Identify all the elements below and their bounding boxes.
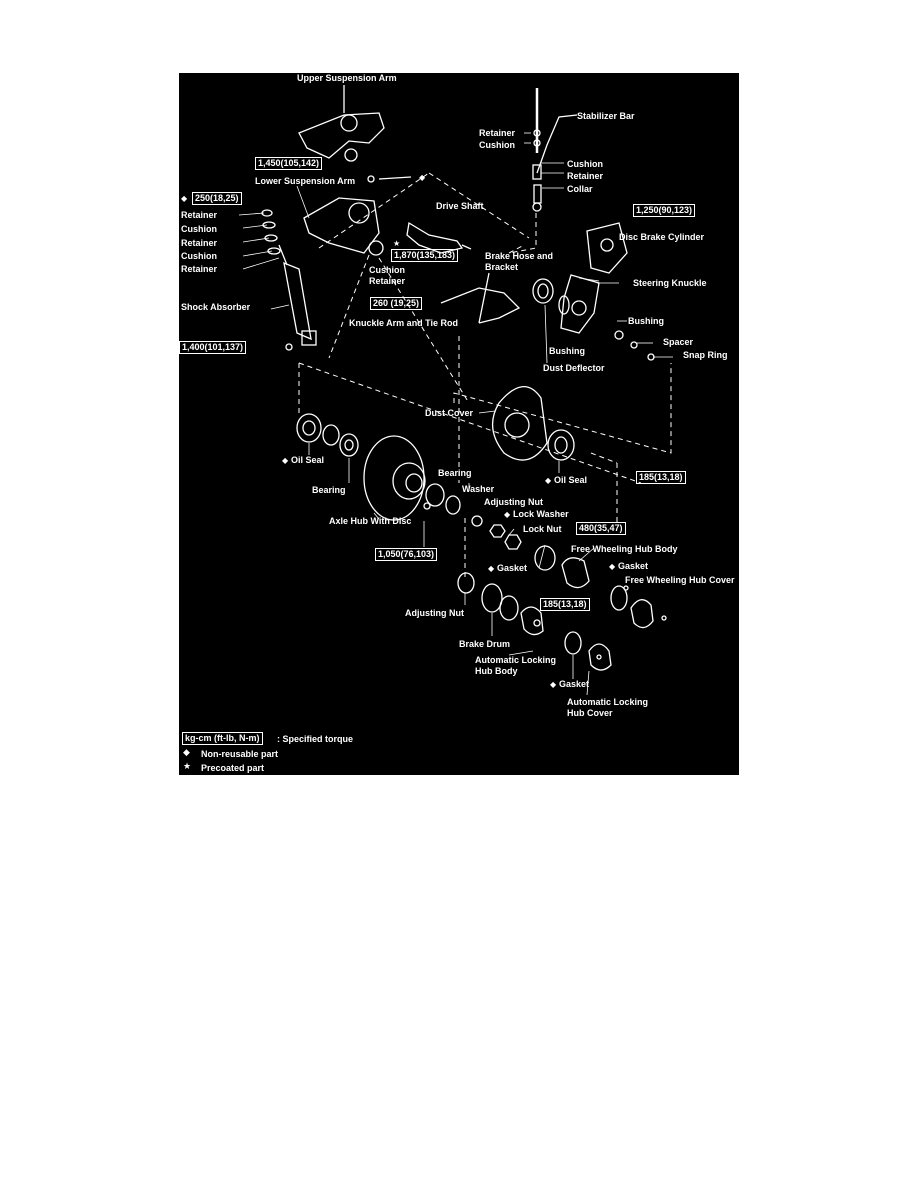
non-reusable-marker: ◆ xyxy=(488,564,495,573)
precoated-marker: ★ xyxy=(393,239,401,248)
legend-precoated-symbol: ★ xyxy=(183,762,192,772)
label-retainer-top: Retainer xyxy=(479,128,516,138)
dust-deflector-part xyxy=(532,278,554,304)
brake-drum-part xyxy=(481,583,503,613)
label-retainer-3: Retainer xyxy=(181,264,218,274)
label-free-wheeling-hub-cover: Free Wheeling Hub Cover xyxy=(625,575,735,585)
bearing-left-part xyxy=(322,424,340,446)
oil-seal-right-part xyxy=(547,429,575,461)
label-dust-cover: Dust Cover xyxy=(425,408,474,418)
label-lower-suspension-arm: Lower Suspension Arm xyxy=(255,176,356,186)
label-knuckle-arm-tie-rod: Knuckle Arm and Tie Rod xyxy=(349,318,459,328)
torque-260: 260 (19,25) xyxy=(370,297,423,310)
torque-1400: 1,400(101,137) xyxy=(179,341,247,354)
label-bushing-mid: Bushing xyxy=(549,346,585,356)
legend-unit-box: kg-cm (ft-lb, N-m) xyxy=(182,732,263,745)
torque-185-bottom: 185(13,18) xyxy=(540,598,590,611)
steering-knuckle-part xyxy=(560,274,600,334)
disc-brake-cylinder-part xyxy=(586,222,628,274)
non-reusable-marker: ◆ xyxy=(419,173,426,182)
label-snap-ring: Snap Ring xyxy=(683,350,728,360)
label-retainer-1: Retainer xyxy=(181,210,218,220)
automatic-locking-hub-cover-part xyxy=(588,643,612,671)
legend-non-reusable-symbol: ◆ xyxy=(183,748,190,758)
axle-hub-disc-part xyxy=(363,435,425,521)
label-oil-seal-left: Oil Seal xyxy=(291,455,325,465)
label-upper-suspension-arm: Upper Suspension Arm xyxy=(297,73,397,83)
label-brake-hose-bracket: Brake Hose and Bracket xyxy=(485,251,554,272)
label-shock-absorber: Shock Absorber xyxy=(181,302,251,312)
non-reusable-marker: ◆ xyxy=(181,194,188,203)
upper-suspension-arm-part xyxy=(298,112,385,159)
label-steering-knuckle: Steering Knuckle xyxy=(633,278,707,288)
stabilizer-bar-part xyxy=(536,114,578,174)
legend-unit-description: : Specified torque xyxy=(277,734,354,744)
label-bearing-left: Bearing xyxy=(312,485,346,495)
label-bushing-right: Bushing xyxy=(628,316,664,326)
non-reusable-marker: ◆ xyxy=(504,510,511,519)
label-collar: Collar xyxy=(567,184,593,194)
label-spacer: Spacer xyxy=(663,337,694,347)
label-cushion-right: Cushion xyxy=(567,159,603,169)
label-washer: Washer xyxy=(462,484,495,494)
label-adjusting-nut-bottom: Adjusting Nut xyxy=(405,608,464,618)
shock-absorber-part xyxy=(283,261,312,341)
non-reusable-marker: ◆ xyxy=(609,562,616,571)
label-automatic-locking-hub-body: Automatic Locking Hub Body xyxy=(475,655,557,676)
bearing-mid-part xyxy=(425,483,445,507)
legend-precoated-text: Precoated part xyxy=(201,763,265,773)
label-adjusting-nut-top: Adjusting Nut xyxy=(484,497,543,507)
non-reusable-marker: ◆ xyxy=(550,680,557,689)
torque-1250: 1,250(90,123) xyxy=(633,204,696,217)
label-lock-nut: Lock Nut xyxy=(523,524,562,534)
torque-1450: 1,450(105,142) xyxy=(255,157,323,170)
legend-non-reusable-text: Non-reusable part xyxy=(201,749,279,759)
torque-1050: 1,050(76,103) xyxy=(375,548,438,561)
label-cushion-1: Cushion xyxy=(181,224,217,234)
label-drive-shaft: Drive Shaft xyxy=(436,201,484,211)
free-wheeling-hub-cover-part xyxy=(630,599,654,629)
label-cushion-mid: Cushion xyxy=(369,265,405,275)
label-automatic-locking-hub-cover: Automatic Locking Hub Cover xyxy=(567,697,649,718)
free-wheeling-hub-body-part xyxy=(561,557,590,589)
label-retainer-right: Retainer xyxy=(567,171,604,181)
label-dust-deflector: Dust Deflector xyxy=(543,363,605,373)
exploded-parts-diagram: Upper Suspension Arm Stabilizer Bar Reta… xyxy=(179,73,739,775)
adjusting-nut-bottom-part xyxy=(457,572,475,594)
torque-185-right: 185(13,18) xyxy=(636,471,686,484)
torque-480: 480(35,47) xyxy=(576,522,626,535)
label-bearing-mid: Bearing xyxy=(438,468,472,478)
label-retainer-mid: Retainer xyxy=(369,276,406,286)
torque-1870: 1,870(135,183) xyxy=(391,249,459,262)
label-lock-washer: Lock Washer xyxy=(513,509,569,519)
label-axle-hub-with-disc: Axle Hub With Disc xyxy=(329,516,412,526)
label-gasket-mid: Gasket xyxy=(497,563,528,573)
label-disc-brake-cylinder: Disc Brake Cylinder xyxy=(619,232,705,242)
label-cushion-2: Cushion xyxy=(181,251,217,261)
dust-cover-part xyxy=(492,386,548,461)
gasket-bottom-part xyxy=(564,631,582,655)
free-wheeling-gasket-part xyxy=(534,545,556,571)
label-gasket-right: Gasket xyxy=(618,561,649,571)
drive-shaft-part xyxy=(406,221,464,254)
oil-seal-left-part xyxy=(296,413,322,443)
label-cushion-top: Cushion xyxy=(479,140,515,150)
automatic-locking-hub-body-part xyxy=(520,606,544,636)
lower-suspension-arm-part xyxy=(303,197,380,254)
label-stabilizer-bar: Stabilizer Bar xyxy=(577,111,635,121)
torque-250: 250(18,25) xyxy=(192,192,242,205)
label-retainer-2: Retainer xyxy=(181,238,218,248)
parts-illustration xyxy=(238,85,673,696)
label-oil-seal-right: Oil Seal xyxy=(554,475,588,485)
non-reusable-marker: ◆ xyxy=(545,476,552,485)
non-reusable-marker: ◆ xyxy=(282,456,289,465)
brake-hose-part xyxy=(440,287,521,324)
label-brake-drum: Brake Drum xyxy=(459,639,511,649)
label-gasket-bottom: Gasket xyxy=(559,679,590,689)
label-free-wheeling-hub-body: Free Wheeling Hub Body xyxy=(571,544,678,554)
